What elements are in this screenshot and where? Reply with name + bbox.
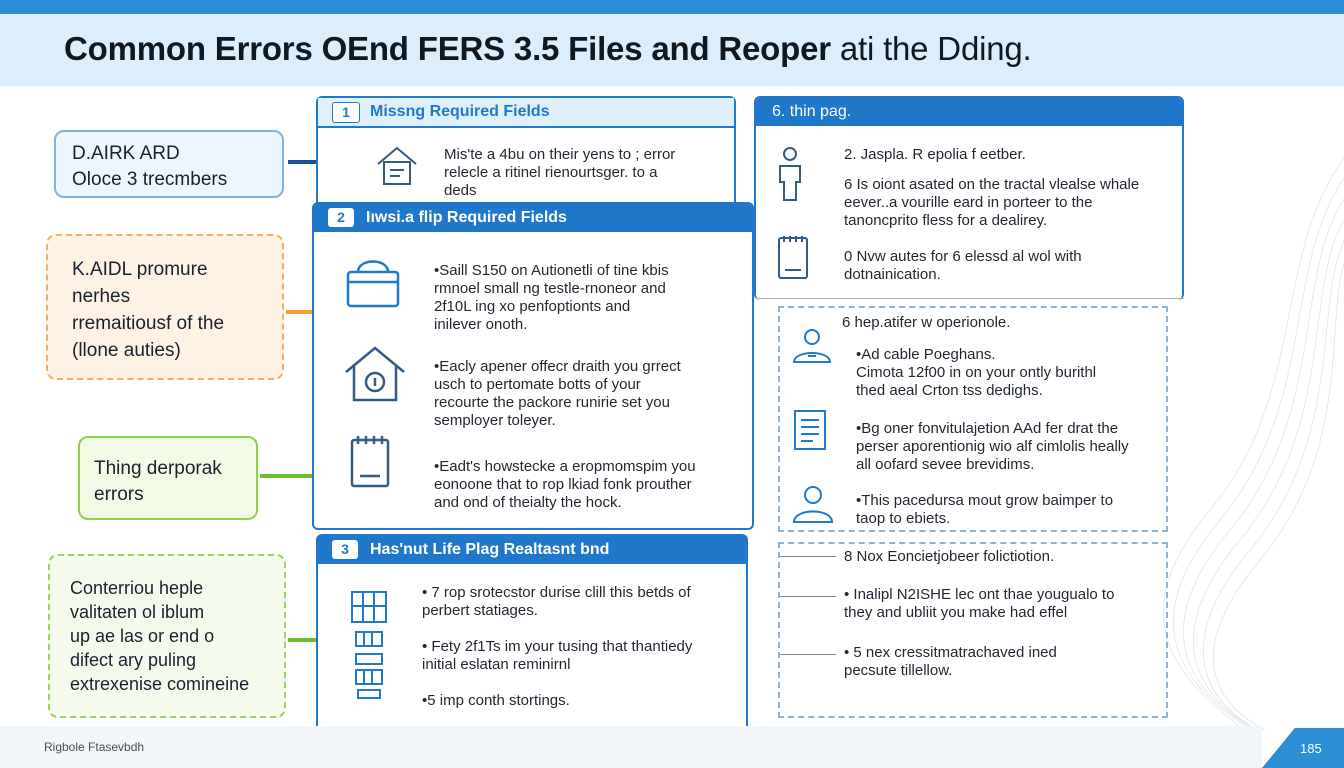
section-heading: 8 Nox Eoncietjobeer folictiotion. <box>844 548 1055 565</box>
card-item: •Eacly apener offecr draith you grrect u… <box>434 358 681 429</box>
card-item: 6 Is oiont asated on the tractal vlealse… <box>844 176 1140 229</box>
title-band <box>0 14 1344 86</box>
basket-icon <box>346 260 400 308</box>
callout-temporary-errors: Thing derporak errors <box>78 436 258 520</box>
house-document-icon <box>377 146 417 185</box>
notes-dashed-box: 8 Nox Eoncietjobeer folictiotion. • Inal… <box>778 542 1168 718</box>
callout-line: valitaten ol iblum <box>70 602 205 622</box>
divider <box>780 654 836 655</box>
card-title: Missng Required Fields <box>370 103 550 120</box>
document-icon <box>794 410 826 450</box>
card-item: • 7 rop srotecstor durise clill this bet… <box>422 584 691 619</box>
card-header: 3 Has'nut Life Plag Realtasnt bnd <box>318 536 746 564</box>
card-number: 3 <box>332 540 358 559</box>
person-icon <box>792 486 834 523</box>
note-item: • 5 nex cressitmatrachaved ined pecsute … <box>844 644 1057 679</box>
top-accent-strip <box>0 0 1344 14</box>
callout-line: extrexenise comineine <box>70 674 250 694</box>
callout-line: Oloce 3 trecmbers <box>72 169 228 190</box>
card-title: Iıwsi.a flip Required Fields <box>366 209 567 226</box>
callout-procedure-notes: K.AIDL promure nerhes rremaitiousf of th… <box>46 234 284 380</box>
callout-line: (llone auties) <box>72 340 181 361</box>
footer-label: Rigbole Ftasevbdh <box>44 740 145 754</box>
card-item: •5 imp conth stortings. <box>422 692 570 709</box>
callout-line: rremaitiousf of the <box>72 313 225 334</box>
tip-item: •Bg oner fonvitulajetion AAd fer drat th… <box>856 420 1129 473</box>
card-header: 1 Missng Required Fields <box>318 98 734 128</box>
card-title: 6. thin pag. <box>772 103 852 120</box>
card-item: • Fety 2f1Ts im your tusing that thantie… <box>422 638 693 673</box>
decorative-wave-lines <box>1163 157 1344 730</box>
card-invalid-required-fields: 2 Iıwsi.a flip Required Fields •Saill S1… <box>312 202 754 530</box>
callout-line: difect ary puling <box>70 650 197 670</box>
callout-line: D.AIRK ARD <box>72 143 180 164</box>
callout-line: Conterriou heple <box>70 578 204 598</box>
card-item: 2. Jaspla. R epolia f eetber. <box>844 146 1026 163</box>
divider <box>756 298 1184 299</box>
card-number: 1 <box>332 102 360 123</box>
card-late-filing: 3 Has'nut Life Plag Realtasnt bnd • 7 ro… <box>316 534 748 730</box>
clipboard-icon <box>778 236 808 279</box>
card-number: 2 <box>328 208 354 227</box>
divider <box>780 596 836 597</box>
callout-line: nerhes <box>72 286 131 307</box>
person-icon <box>779 147 801 201</box>
card-title: Has'nut Life Plag Realtasnt bnd <box>370 541 610 558</box>
callout-validation: Conterriou heple valitaten ol iblum up a… <box>48 554 286 718</box>
card-item: 0 Nvw autes for 6 elessd al wol with dot… <box>844 248 1082 283</box>
tip-item: •Ad cable Poeghans. Cimota 12f00 in on y… <box>856 346 1097 399</box>
callout-board-members: D.AIRK ARD Oloce 3 trecmbers <box>54 130 284 198</box>
card-item: •Eadt's howstecke a eropmomspim you eono… <box>434 458 696 511</box>
card-header: 6. thin pag. <box>756 98 1182 126</box>
note-item: • Inalipl N2ISHE lec ont thae yougualo t… <box>844 586 1115 621</box>
divider <box>780 556 836 557</box>
person-badge-icon <box>792 329 832 363</box>
card-header: 2 Iıwsi.a flip Required Fields <box>314 204 752 232</box>
callout-line: K.AIDL promure <box>72 259 208 280</box>
callout-line: Thing derporak <box>94 458 222 479</box>
house-coin-icon <box>345 346 405 402</box>
page-number: 185 <box>1300 741 1322 756</box>
card-item: •Saill S150 on Autionetli of tine kbis r… <box>434 262 669 333</box>
card-missing-required-fields: 1 Missng Required Fields Mis'te a 4bu on… <box>316 96 736 212</box>
callout-line: errors <box>94 484 144 505</box>
page-title: Common Errors OEnd FERS 3.5 Files and Re… <box>64 30 1032 67</box>
footer-band <box>0 726 1262 768</box>
callout-line: up ae las or end o <box>70 626 215 646</box>
section-heading: 6 hep.atifer w operionole. <box>842 314 1011 331</box>
building-grid-icon <box>351 591 387 699</box>
card-this-page: 6. thin pag. 2. Jaspla. R epolia f eetbe… <box>754 96 1184 300</box>
tip-item: •This pacedursa mout grow baimper to tao… <box>856 492 1114 527</box>
tips-dashed-box: 6 hep.atifer w operionole. •Ad cable Poe… <box>778 306 1168 532</box>
card-body: Mis'te a 4bu on their yens to ; error re… <box>444 146 676 199</box>
clipboard-icon <box>350 436 390 488</box>
